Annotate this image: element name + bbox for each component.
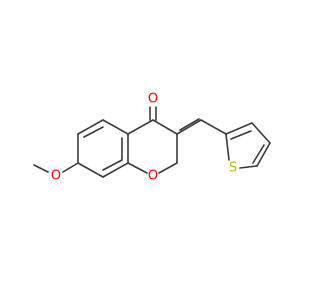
methoxy-group xyxy=(33,162,79,173)
exocyclic-double-bond xyxy=(176,118,202,135)
thiophene-sulfur-label: S xyxy=(229,161,237,176)
bond xyxy=(152,119,178,135)
bond xyxy=(176,119,202,135)
bond xyxy=(102,162,129,178)
methoxy-oxygen-label: O xyxy=(51,169,61,184)
bond xyxy=(256,142,271,167)
bond xyxy=(127,119,154,135)
structure-svg: O O O S xyxy=(33,92,271,184)
ring-oxygen-label: O xyxy=(148,169,158,184)
double-bond-inner xyxy=(102,159,123,171)
bond xyxy=(225,122,253,135)
double-bond-inner xyxy=(230,130,252,140)
bond xyxy=(33,164,49,173)
bond xyxy=(179,118,200,131)
benzene-ring xyxy=(77,119,129,178)
bond xyxy=(77,119,104,135)
carbonyl-oxygen-label: O xyxy=(148,92,158,107)
carbonyl-group xyxy=(149,106,157,121)
thiophene-ring xyxy=(225,122,271,169)
bond xyxy=(77,162,104,178)
bond xyxy=(200,119,227,135)
bond xyxy=(62,162,79,173)
bond xyxy=(225,133,230,161)
bond xyxy=(158,162,178,174)
pyranone-ring xyxy=(127,119,178,174)
molecule-diagram: O O O S xyxy=(33,91,271,184)
bond xyxy=(239,165,258,169)
bond xyxy=(127,162,148,174)
double-bond-inner xyxy=(83,126,104,138)
bond xyxy=(102,119,129,135)
double-bond-inner xyxy=(252,144,265,164)
bond xyxy=(251,122,271,144)
